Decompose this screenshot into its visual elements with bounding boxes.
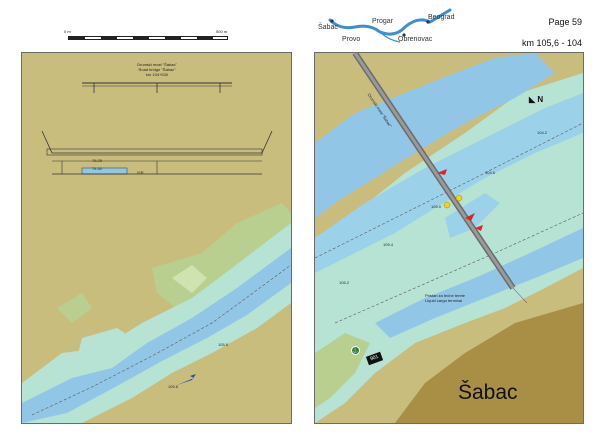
water-level-high-label: 78.25	[92, 158, 103, 163]
left-map-page: 0 m 500 m	[21, 29, 292, 424]
bridge-profile-drawing	[41, 82, 273, 175]
river-km-label-b: 104.6	[485, 170, 496, 175]
scale-bar	[68, 36, 228, 40]
north-arrow-icon: ◣ N	[529, 95, 544, 104]
berth-icon: ⚓	[351, 346, 360, 355]
fairway-line-lower	[334, 212, 583, 324]
vessel-icon	[177, 374, 196, 385]
scale-end-label: 500 m	[216, 29, 228, 34]
vegetation-island	[172, 265, 207, 293]
inset-city-provo: Provo	[342, 36, 361, 43]
bridge-title-line2: Road bridge "Šabac"	[138, 67, 176, 72]
river-km-label-e: 105.2	[339, 280, 350, 285]
bridge-title-line1: Drumski most "Šabac"	[137, 62, 177, 67]
navigation-channel	[315, 93, 583, 273]
red-marker-icon	[465, 213, 475, 221]
river-deep-water	[22, 248, 291, 423]
bridge-icon	[352, 53, 528, 304]
inset-city-obrenovac: Obrenovac	[398, 36, 433, 43]
page-number: Page 59	[548, 17, 582, 27]
river-km-label-b: 105.6	[168, 384, 179, 389]
river-deep-water-lower	[375, 228, 583, 338]
right-map-page: Šabac Provo Progar Beograd Obrenovac Pag…	[300, 0, 600, 440]
right-chart-frame: Drumski most "Šabac" ◣ N 104.2 104.6 105…	[314, 52, 584, 424]
left-chart-svg	[22, 53, 291, 423]
red-marker-icon	[475, 225, 483, 231]
side-arm-water	[77, 328, 132, 358]
river-shallow-water	[22, 223, 291, 423]
town-land-area	[395, 303, 583, 423]
river-km-label-c: 105.0	[431, 204, 442, 209]
inset-overview-map	[328, 8, 452, 43]
buoy-icon	[443, 201, 451, 209]
north-label: N	[537, 95, 544, 104]
buoy-icon	[455, 194, 463, 202]
inset-city-sabac: Šabac	[318, 24, 338, 31]
bridge-title-line3: km 104+530	[145, 72, 169, 77]
river-km-label-a: 105.8	[218, 342, 229, 347]
scale-start-label: 0 m	[64, 29, 71, 34]
terminal-label: Pristan za tečne terete Liquid cargo ter…	[425, 293, 465, 303]
red-marker-icon	[437, 169, 447, 175]
terminal-label-line2: Liquid cargo terminal	[425, 298, 463, 303]
span-label: ISR	[137, 170, 144, 175]
town-label: Šabac	[458, 381, 518, 404]
inset-city-beograd: Beograd	[428, 14, 455, 21]
river-deep-water-upper	[315, 53, 555, 218]
water-level-low-label: 74.50	[92, 166, 103, 171]
km-range: km 105,6 - 104	[521, 38, 582, 48]
vegetation-patch	[57, 293, 92, 323]
river-km-label-d: 105.4	[383, 242, 394, 247]
left-chart-frame: Drumski most "Šabac" Road bridge "Šabac"…	[21, 52, 292, 424]
inset-city-progar: Progar	[372, 18, 394, 25]
terminal-label-line1: Pristan za tečne terete	[425, 293, 466, 298]
right-chart-svg	[315, 53, 583, 423]
river-km-label-a: 104.2	[537, 130, 548, 135]
bridge-title: Drumski most "Šabac" Road bridge "Šabac"…	[107, 62, 207, 77]
